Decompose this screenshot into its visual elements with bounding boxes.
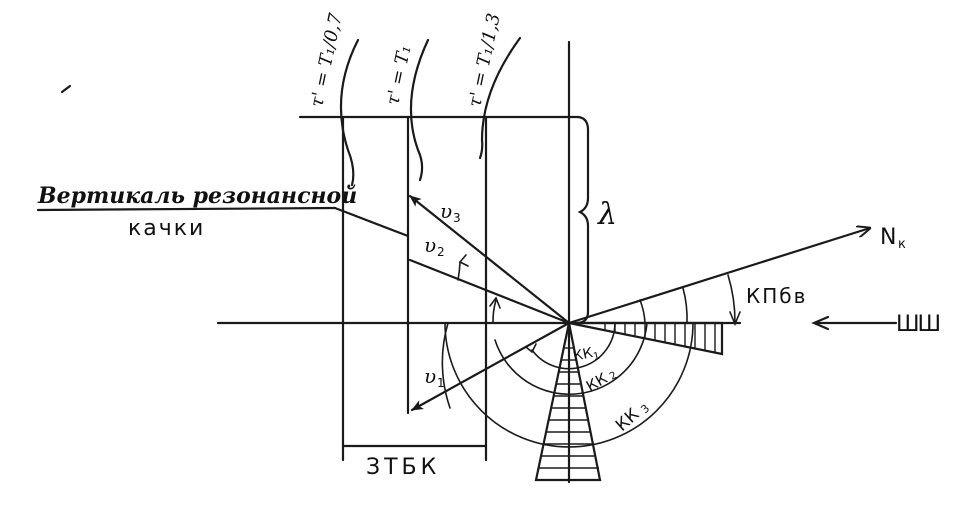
kpbv-arrowhead [729,311,741,327]
tau-curve-2 [409,38,430,182]
label-v3: υ [440,199,452,223]
inner-angle-arc [492,299,497,324]
v2-angle-arrowhead [458,254,469,267]
vector-v1 [410,321,571,412]
inner-angle-arrowhead [489,296,501,309]
label-v2-sub: 2 [437,245,445,259]
label-vertical-underline [36,206,337,212]
tau-curve-3 [478,36,522,160]
wave-arrowhead [811,315,830,331]
hatched-sector-right-lines [604,323,716,353]
stray-mark [60,84,72,94]
resonance-vertical-pointer-line [333,206,410,238]
label-kpbv: КПбв [746,284,807,308]
outer-arc-left [441,322,451,409]
label-v1: υ [424,364,436,388]
label-v3-sub: 3 [453,211,461,225]
label-kk1-sub: 1 [592,351,601,363]
vector-v2 [408,258,571,325]
label-vertical-line2: качки [128,216,205,241]
label-vertical-line1: Вертикаль резонансной [37,183,357,209]
kk1-arrowhead [525,343,537,354]
kpbv-arc-middle [682,287,688,324]
kk3-arc [444,322,694,448]
label-nk-sub: к [898,237,906,252]
lambda-bracket [576,115,590,325]
label-v1-sub: 1 [437,376,445,390]
hatched-sector-down [534,322,602,482]
kk2-arc [494,322,648,396]
kpbv-arc-inner [639,299,646,324]
label-nk: N [880,225,896,250]
tau-curve-1 [339,38,360,187]
label-v2: υ [424,233,436,257]
label-kk3: КК [612,405,643,436]
label-wave: ШШ [896,312,940,337]
vector-nk [567,228,870,325]
hatched-sector-down-lines [539,347,599,469]
label-tau-3: τ' = T₁/1,3 [464,11,504,109]
label-kk3-sub: 3 [638,402,652,416]
kpbv-arc-outer [727,274,736,324]
v2-angle-arc [457,261,461,281]
label-kk2-sub: 2 [608,370,619,383]
kk1-arc [531,322,616,370]
label-lambda: λ [597,197,617,232]
vector-v3 [408,194,571,325]
label-kk1: КК [572,345,595,365]
label-ztbk: ЗТБК [366,455,440,480]
